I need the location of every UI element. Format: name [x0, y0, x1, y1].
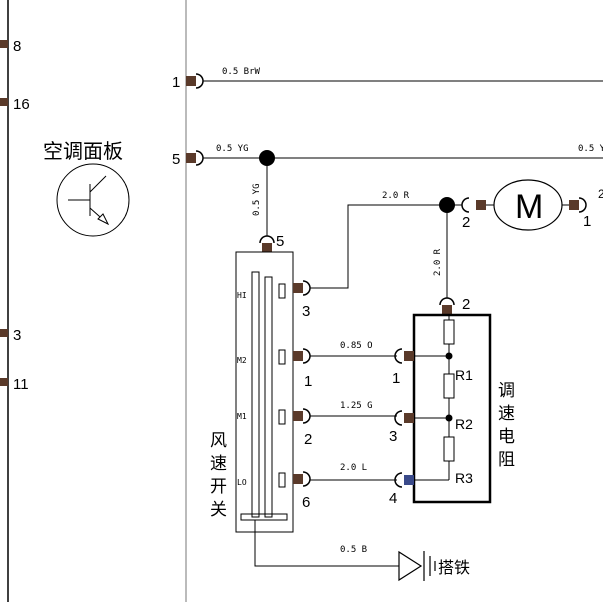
- wire-b-ground: [254, 520, 399, 567]
- fan-switch-title: 风 速 开 关: [210, 431, 227, 520]
- wire-label-r-vertical: 2.0 R: [433, 248, 443, 276]
- ground-label: 搭铁: [438, 558, 470, 577]
- svg-text:阻: 阻: [498, 450, 515, 470]
- left-pin-11: 11: [0, 376, 29, 393]
- resistor-node-2: [445, 414, 453, 422]
- svg-text:调: 调: [498, 381, 515, 401]
- switch-pin-m2: 1: [293, 348, 312, 390]
- resistor-node-1: [445, 352, 453, 360]
- connector-pin-1: 1: [172, 73, 204, 91]
- wire-label-l: 2.0 L: [340, 463, 367, 473]
- wire-label-o: 0.85 O: [340, 341, 373, 351]
- svg-text:3: 3: [302, 303, 310, 320]
- svg-text:5: 5: [276, 233, 284, 250]
- left-pin-3: 3: [0, 327, 21, 344]
- resistor-pin-4: 4: [389, 472, 414, 507]
- switch-position-m1: M1: [237, 409, 286, 425]
- switch-position-lo: LO: [237, 472, 286, 488]
- svg-text:16: 16: [13, 96, 30, 113]
- svg-text:2: 2: [462, 214, 470, 231]
- wire-label-yg-vertical: 0.5 YG: [252, 183, 262, 216]
- svg-text:2: 2: [304, 431, 312, 448]
- wire-label-g: 1.25 G: [340, 401, 373, 411]
- svg-text:速: 速: [210, 454, 227, 474]
- switch-pin-m1: 2: [293, 408, 312, 448]
- left-pin-16: 16: [0, 96, 30, 113]
- svg-text:3: 3: [13, 327, 21, 344]
- wire-label-b: 0.5 B: [340, 545, 367, 555]
- resistor-label-r1: R1: [455, 367, 473, 383]
- resistor-label-r2: R2: [455, 416, 473, 432]
- svg-text:M1: M1: [237, 412, 247, 421]
- resistor-top-pin: 2: [439, 296, 470, 314]
- svg-text:速: 速: [498, 404, 515, 424]
- wire-label-brw: 0.5 BrW: [222, 67, 261, 77]
- resistor-label-r3: R3: [455, 470, 473, 486]
- svg-text:HI: HI: [237, 291, 247, 300]
- svg-text:M: M: [515, 188, 543, 226]
- motor-icon: M: [486, 179, 569, 231]
- svg-text:1: 1: [304, 373, 312, 390]
- left-pin-8: 8: [0, 38, 21, 55]
- ground-icon: [398, 550, 436, 582]
- svg-text:4: 4: [389, 490, 397, 507]
- svg-text:M2: M2: [237, 356, 247, 365]
- switch-position-m2: M2: [237, 349, 286, 365]
- resistor-pin-3: 3: [389, 410, 414, 445]
- svg-text:1: 1: [392, 370, 400, 387]
- transistor-icon: [56, 163, 130, 237]
- resistor-pin-1: 1: [392, 348, 414, 387]
- motor-pin-left: 2: [461, 197, 486, 231]
- svg-text:关: 关: [210, 500, 227, 520]
- fan-speed-switch: HI M2 M1 LO: [235, 251, 294, 533]
- svg-text:LO: LO: [237, 478, 247, 487]
- svg-text:电: 电: [498, 427, 515, 447]
- resistor-block-title: 调 速 电 阻: [498, 381, 515, 470]
- wire-label-r-horizontal: 2.0 R: [382, 191, 410, 201]
- svg-text:8: 8: [13, 38, 21, 55]
- svg-text:1: 1: [583, 213, 591, 230]
- svg-text:风: 风: [210, 431, 227, 451]
- svg-text:2: 2: [598, 187, 603, 201]
- switch-pin-lo: 6: [293, 471, 311, 511]
- wire-label-yg-right: 0.5 Y: [578, 144, 603, 154]
- switch-pin-hi: 3: [293, 280, 311, 320]
- svg-text:3: 3: [389, 428, 397, 445]
- svg-text:6: 6: [302, 494, 310, 511]
- switch-common-pin: 5: [259, 233, 284, 252]
- ac-panel-title: 空调面板: [43, 139, 123, 163]
- resistor-block: [412, 313, 492, 504]
- motor-pin-right: 1 2: [569, 187, 603, 230]
- svg-text:1: 1: [172, 74, 180, 91]
- svg-text:开: 开: [210, 477, 227, 497]
- svg-text:2: 2: [462, 296, 470, 313]
- wire-hi-r: [310, 204, 447, 289]
- resistor-chain: [414, 315, 455, 481]
- switch-position-hi: HI: [237, 283, 286, 300]
- svg-text:5: 5: [172, 151, 180, 168]
- connector-pin-5: 5: [172, 150, 204, 168]
- svg-text:11: 11: [13, 376, 29, 393]
- wire-label-yg: 0.5 YG: [216, 144, 249, 154]
